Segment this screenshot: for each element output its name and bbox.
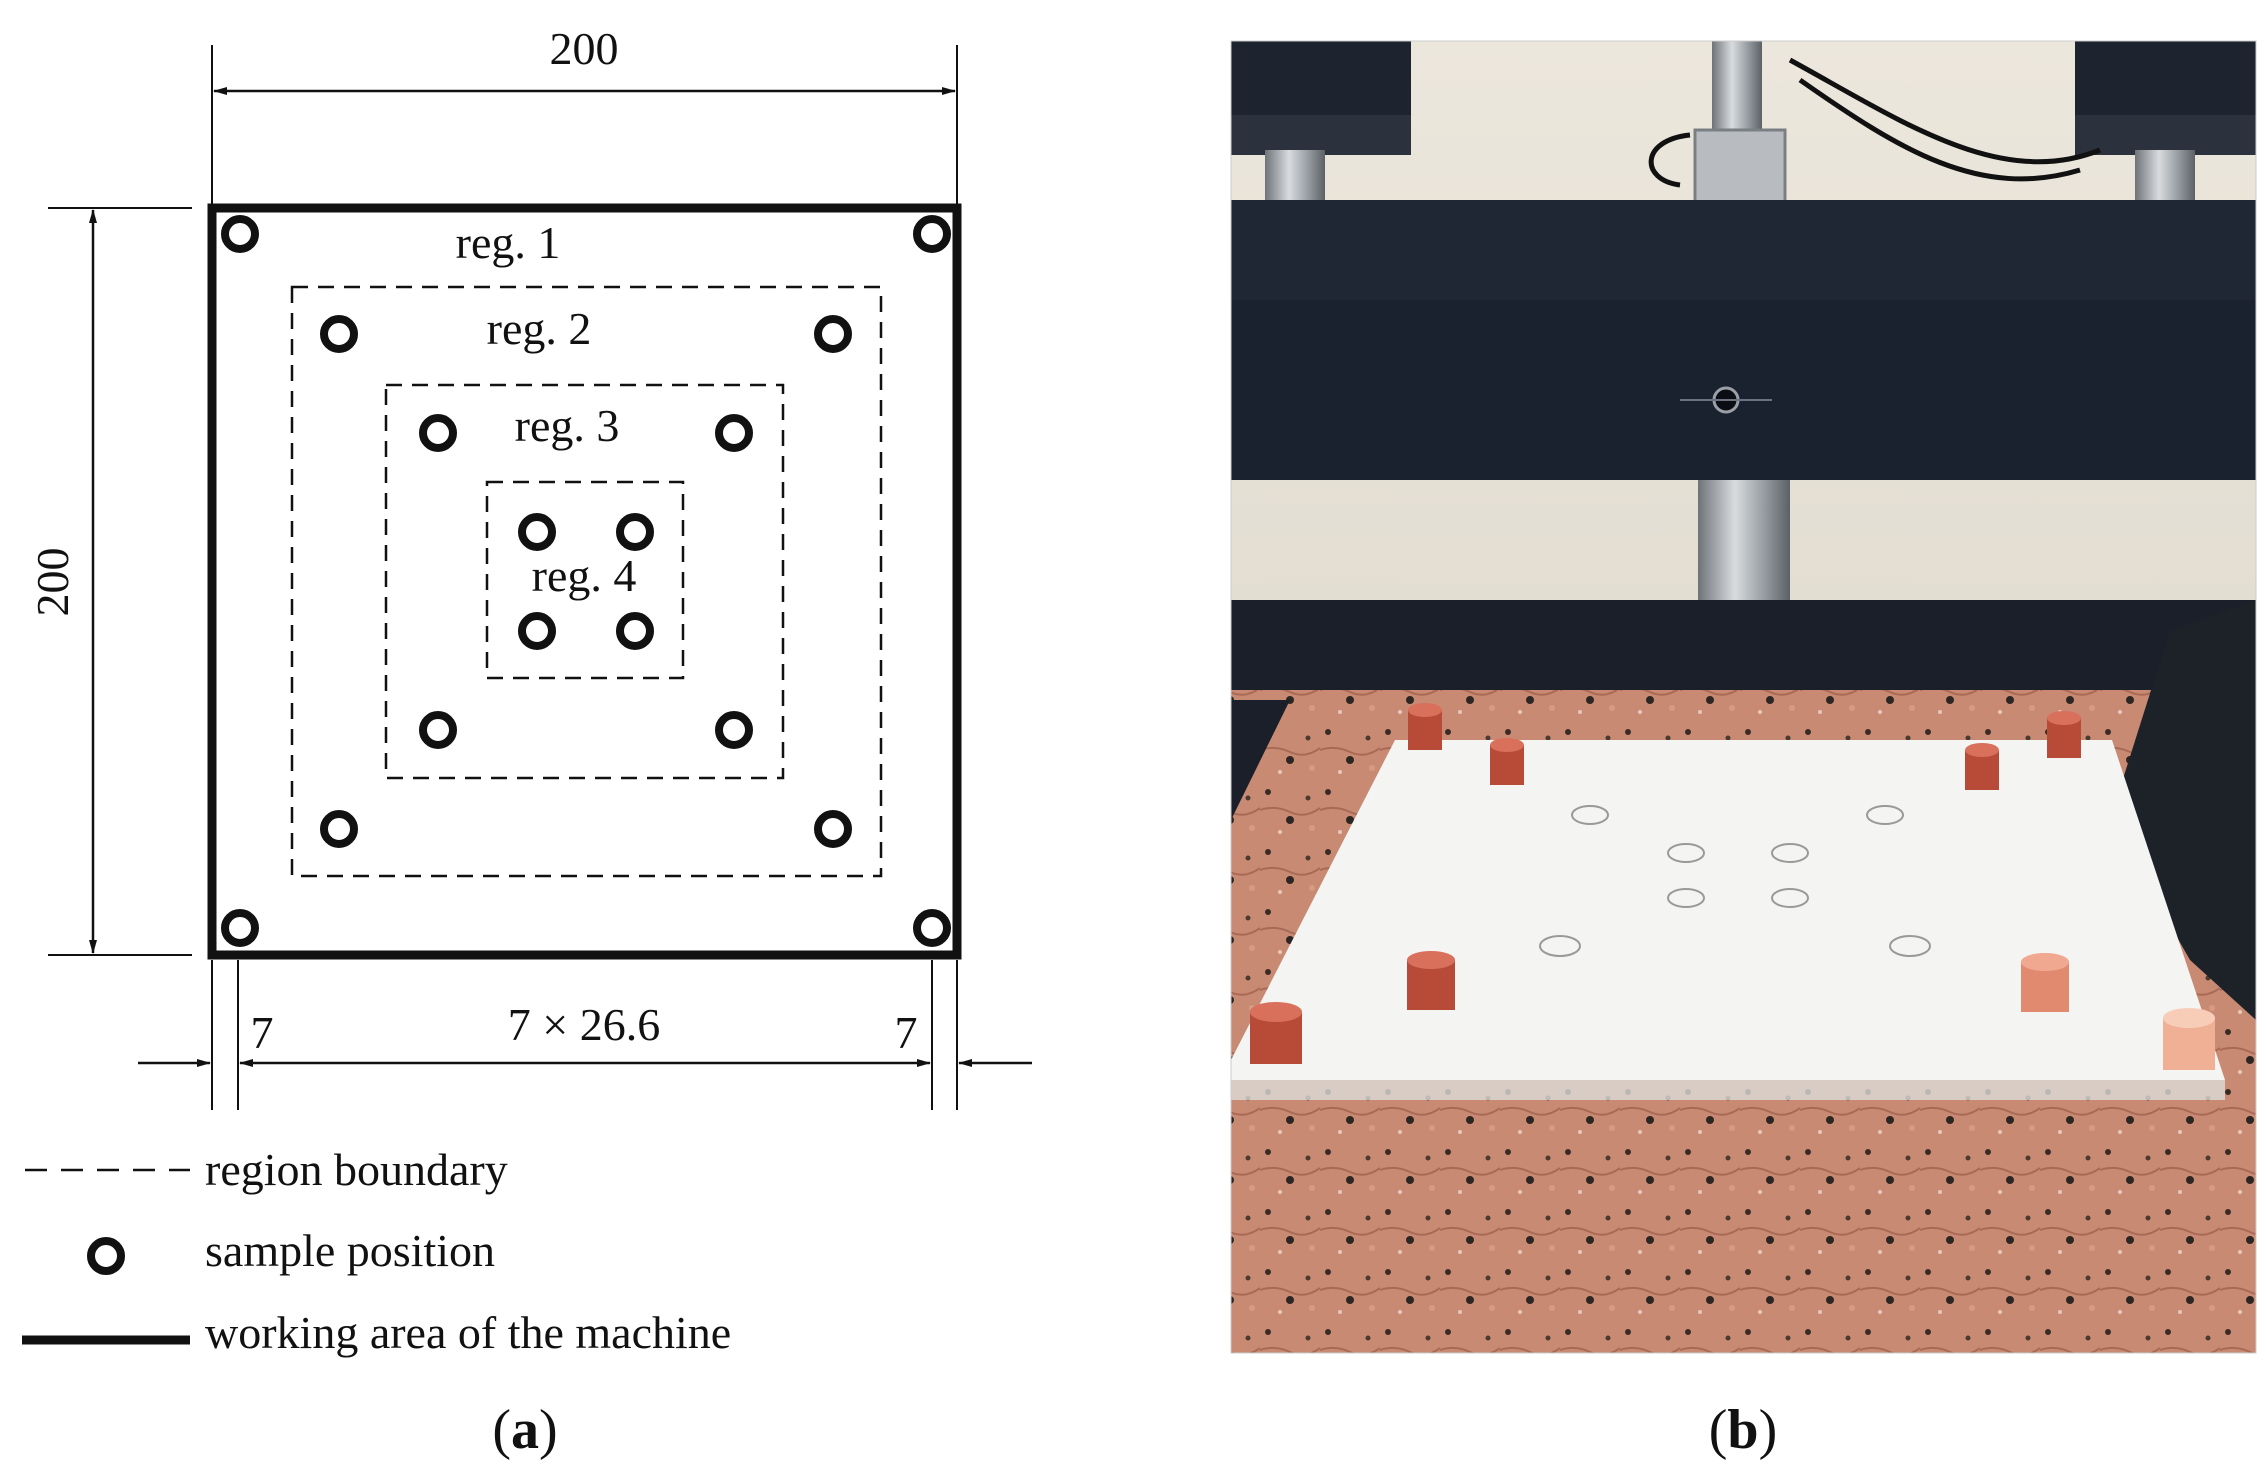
sample-position-icon bbox=[518, 513, 556, 551]
bottom-dim-middle-label: 7 × 26.6 bbox=[508, 999, 660, 1050]
sample-position-icon bbox=[419, 711, 457, 749]
sample-position-icon bbox=[616, 513, 654, 551]
region-1-label: reg. 1 bbox=[456, 217, 561, 268]
photo-of-press-with-samples bbox=[1231, 41, 2256, 1353]
legend: region boundary sample position working … bbox=[22, 1144, 731, 1358]
sample-cylinders bbox=[1250, 703, 2215, 1070]
top-dimension-label: 200 bbox=[550, 23, 619, 74]
sample-position-icon bbox=[221, 215, 259, 253]
sample-position-icon bbox=[715, 414, 753, 452]
caption-a: (a) bbox=[492, 1399, 557, 1461]
bottom-dim-right-label: 7 bbox=[895, 1007, 918, 1058]
bottom-dim-left-label: 7 bbox=[251, 1007, 274, 1058]
sample-position-icon bbox=[221, 909, 259, 947]
sample-position-icon bbox=[320, 810, 358, 848]
sample-position-icon bbox=[419, 414, 457, 452]
sample-position-icon bbox=[913, 215, 951, 253]
region-2-label: reg. 2 bbox=[487, 303, 592, 354]
panel-a-diagram: 200 200 reg. 1 reg. 2 reg. 3 reg. 4 bbox=[22, 23, 1032, 1461]
sample-position-icon bbox=[913, 909, 951, 947]
region-2-boundary bbox=[290, 285, 883, 878]
region-3-boundary bbox=[384, 383, 785, 780]
sample-position-icon bbox=[715, 711, 753, 749]
sample-position-icon bbox=[814, 810, 852, 848]
region-4-label: reg. 4 bbox=[532, 550, 637, 601]
panel-b-photo: (b) bbox=[1230, 40, 2257, 1461]
sample-position-icon bbox=[814, 315, 852, 353]
legend-sample-icon bbox=[87, 1237, 125, 1275]
left-dimension-label: 200 bbox=[27, 548, 78, 617]
sample-position-icon bbox=[616, 612, 654, 650]
caption-b: (b) bbox=[1709, 1399, 1777, 1461]
working-area-boundary bbox=[207, 203, 962, 960]
legend-dashed-label: region boundary bbox=[205, 1144, 508, 1195]
legend-thick-label: working area of the machine bbox=[205, 1307, 731, 1358]
region-4-boundary bbox=[485, 480, 685, 680]
sample-position-icon bbox=[518, 612, 556, 650]
region-3-label: reg. 3 bbox=[515, 400, 620, 451]
sample-position-icon bbox=[320, 315, 358, 353]
sample-positions bbox=[221, 215, 951, 947]
legend-circle-label: sample position bbox=[205, 1225, 495, 1276]
